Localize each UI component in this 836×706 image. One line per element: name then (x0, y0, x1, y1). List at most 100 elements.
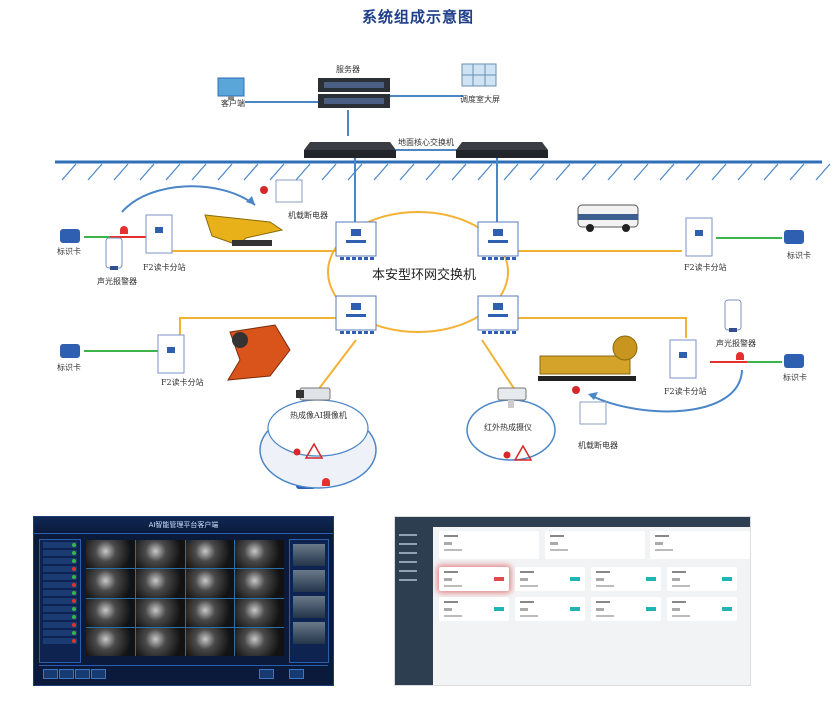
device-list-item[interactable] (43, 590, 77, 596)
device-card[interactable] (667, 597, 737, 621)
device-list-item[interactable] (43, 606, 77, 612)
camera-feed[interactable] (235, 599, 284, 627)
alarm-panel (289, 539, 329, 663)
reader-label: F2读卡分站 (143, 262, 186, 273)
tag-card-label: 标识卡 (783, 372, 807, 383)
summary-card (545, 531, 645, 559)
reader-label: F2读卡分站 (684, 262, 727, 273)
ring-switch-icon (336, 222, 376, 260)
device-list-item[interactable] (43, 550, 77, 556)
camera-feed[interactable] (136, 628, 185, 656)
device-list-item[interactable] (43, 574, 77, 580)
device-list-item[interactable] (43, 566, 77, 572)
tag-card-icon (784, 230, 804, 244)
bus-icon (578, 205, 638, 232)
camera-feed[interactable] (186, 569, 235, 597)
device-list-item[interactable] (43, 622, 77, 628)
siren-icon (736, 352, 744, 360)
ai-platform-title: AI智能管理平台客户端 (34, 520, 333, 530)
camera-feed[interactable] (186, 628, 235, 656)
control-button[interactable] (75, 669, 90, 679)
alarm-label: 声光报警器 (97, 276, 137, 287)
device-card[interactable] (591, 597, 661, 621)
camera-feed[interactable] (86, 540, 135, 568)
server-label: 服务器 (336, 64, 360, 75)
reader-label: F2读卡分站 (161, 377, 204, 388)
control-button[interactable] (289, 669, 304, 679)
device-card[interactable] (667, 567, 737, 591)
ring-switch-icon (336, 296, 376, 334)
core-switch-icon (304, 142, 396, 158)
sound-light-alarm-icon (106, 238, 122, 270)
control-arrow (122, 186, 255, 212)
breaker-indicator-icon (504, 452, 511, 459)
device-card[interactable] (515, 597, 585, 621)
roadheader-icon (228, 325, 290, 380)
ai-platform-screenshot: AI智能管理平台客户端 (33, 516, 334, 686)
control-button[interactable] (259, 669, 274, 679)
device-list-item[interactable] (43, 598, 77, 604)
device-card[interactable] (439, 597, 509, 621)
control-button[interactable] (43, 669, 58, 679)
server-icon (318, 78, 390, 108)
ring-switch-icon (478, 296, 518, 334)
sound-light-alarm-icon (725, 300, 741, 332)
ring-switch-icon (478, 222, 518, 260)
camera-feed[interactable] (235, 628, 284, 656)
device-card[interactable] (439, 567, 509, 591)
breaker-label: 机载断电器 (288, 210, 328, 221)
system-diagram (0, 0, 836, 510)
tag-card-icon (784, 354, 804, 368)
ai-camera-label: 热成像AI摄像机 (290, 410, 347, 421)
client-pc-icon (218, 78, 244, 100)
web-console-screenshot (394, 516, 751, 686)
breaker-icon (572, 386, 606, 424)
camera-feed[interactable] (86, 628, 135, 656)
control-bar (39, 665, 328, 682)
camera-feed[interactable] (186, 540, 235, 568)
device-card[interactable] (515, 567, 585, 591)
control-button[interactable] (91, 669, 106, 679)
tag-card-label: 标识卡 (57, 246, 81, 257)
ai-platform-header: AI智能管理平台客户端 (34, 517, 333, 534)
tag-card-label: 标识卡 (787, 250, 811, 261)
tag-card-icon (60, 344, 80, 358)
camera-feed[interactable] (235, 569, 284, 597)
control-button[interactable] (59, 669, 74, 679)
device-list-item[interactable] (43, 558, 77, 564)
ai-camera-icon (296, 388, 330, 400)
breaker-label: 机载断电器 (578, 440, 618, 451)
tag-card-label: 标识卡 (57, 362, 81, 373)
reader-label: F2读卡分站 (664, 386, 707, 397)
camera-feed[interactable] (136, 569, 185, 597)
camera-feed[interactable] (186, 599, 235, 627)
core-switch-icon (456, 142, 548, 158)
drill-rig-icon (205, 215, 282, 246)
device-list-item[interactable] (43, 630, 77, 636)
device-list-item[interactable] (43, 582, 77, 588)
camera-feed[interactable] (136, 540, 185, 568)
reader-station-icon (158, 335, 184, 373)
reader-station-icon (670, 340, 696, 378)
device-list-item[interactable] (43, 614, 77, 620)
summary-card (439, 531, 539, 559)
device-card[interactable] (591, 567, 661, 591)
core-switch-label: 地面核心交换机 (398, 137, 454, 148)
device-list-item[interactable] (43, 638, 77, 644)
console-topbar (395, 517, 750, 527)
summary-card (650, 531, 750, 559)
camera-feed[interactable] (86, 569, 135, 597)
camera-feed[interactable] (235, 540, 284, 568)
dispatch-screen-icon (462, 64, 496, 86)
shearer-icon (538, 336, 637, 381)
device-list-item[interactable] (43, 542, 77, 548)
breaker-indicator-icon (294, 449, 301, 456)
ground-hatch (62, 164, 830, 180)
thermal-imager-label: 红外热成摄仪 (484, 422, 532, 433)
breaker-icon (260, 180, 302, 202)
reader-station-icon (686, 218, 712, 256)
camera-feed[interactable] (86, 599, 135, 627)
reader-station-icon (146, 215, 172, 253)
camera-feed[interactable] (136, 599, 185, 627)
camera-grid (86, 540, 284, 656)
